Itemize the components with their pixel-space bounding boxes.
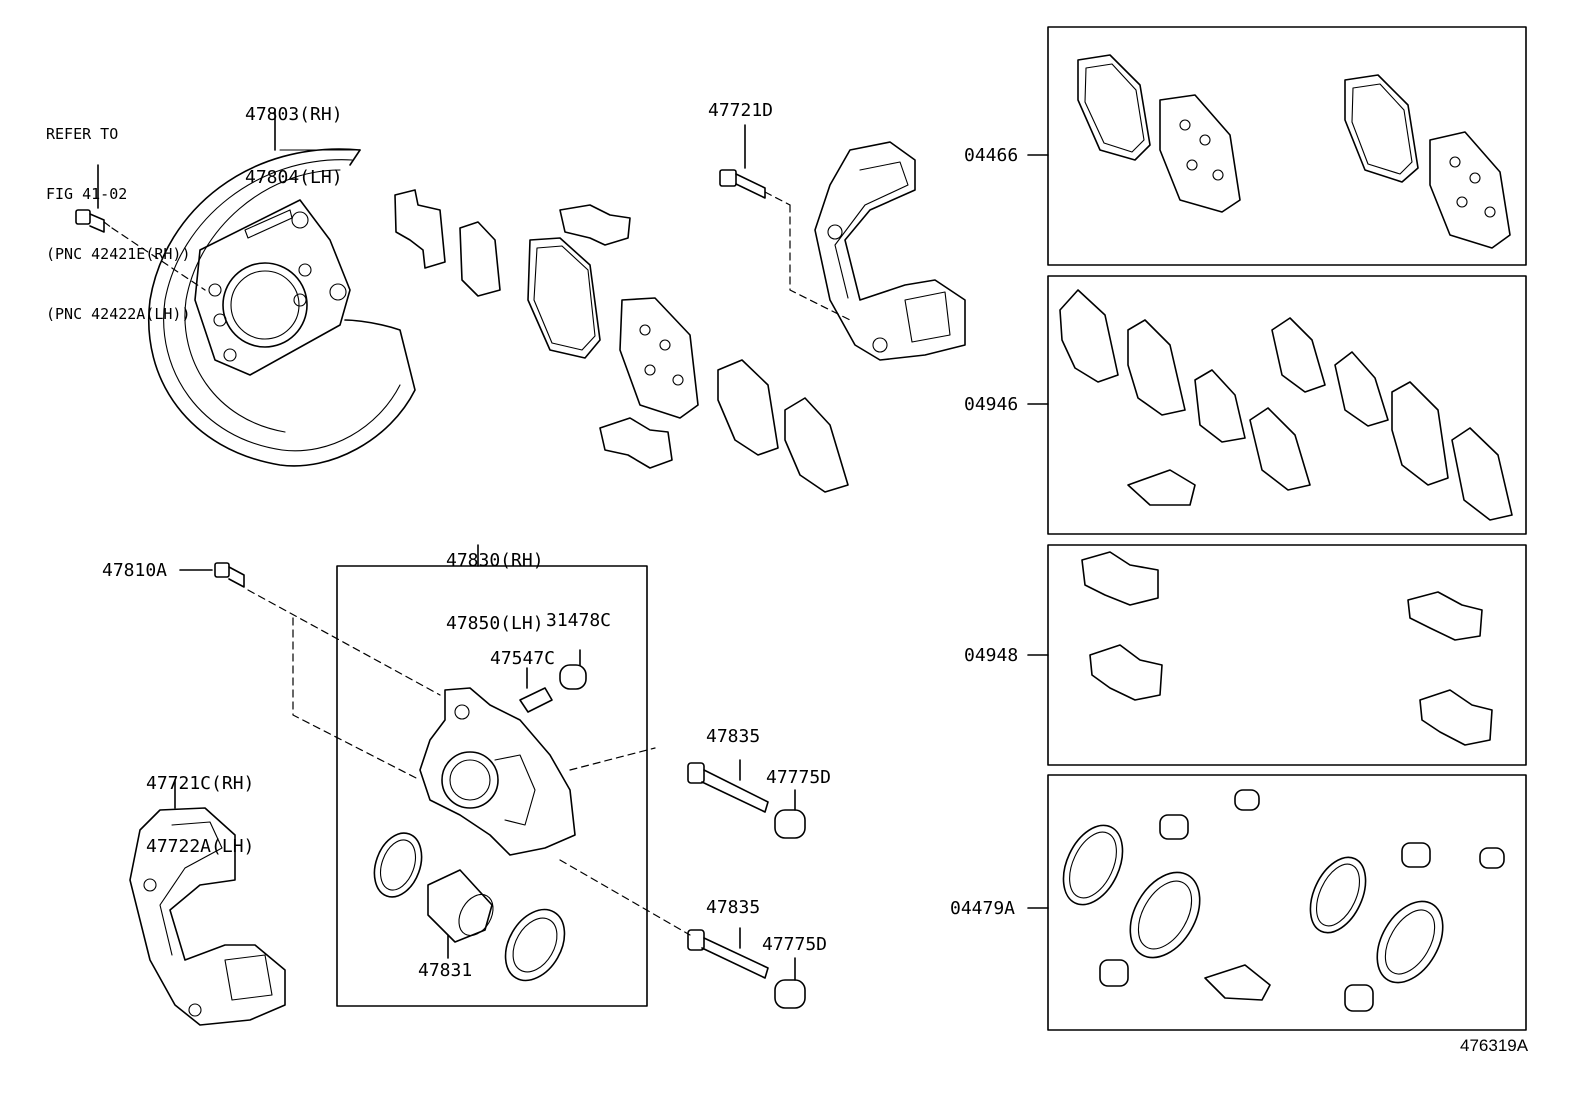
part-number-rh: 47830(RH) [446, 550, 544, 571]
reference-note: REFER TO FIG 41-02 (PNC 42421E(RH)) (PNC… [46, 84, 191, 344]
bleeder-bolt-part-number[interactable]: 47810A [102, 560, 168, 581]
piston-part-number[interactable]: 47831 [418, 960, 473, 981]
caliper-assembly-drawing [214, 544, 806, 1009]
figure-id: 476319A [1460, 1036, 1529, 1055]
boot-upper-part-number[interactable]: 47775D [766, 767, 832, 788]
kit-boxes [1027, 26, 1527, 1031]
top-shims-pads [394, 189, 849, 493]
pad-kit-contents [1077, 54, 1511, 249]
reference-note-line: REFER TO [46, 125, 119, 143]
cap-part-number[interactable]: 31478C [546, 610, 612, 631]
part-number-lh: 47850(LH) [446, 613, 544, 634]
shim-kit-contents [1059, 289, 1513, 521]
fitting-kit-part-number[interactable]: 04948 [964, 645, 1019, 666]
reference-note-line: (PNC 42422A(LH)) [46, 305, 191, 323]
part-number-rh: 47803(RH) [245, 104, 343, 125]
slide-pin-upper-part-number[interactable]: 47835 [706, 726, 761, 747]
lower-mount-bracket-drawing [129, 779, 286, 1026]
cylinder-kit-contents [1062, 789, 1505, 1012]
top-bolt-and-bracket [719, 141, 966, 361]
caliper-assembly-part-number[interactable]: 47830(RH) 47850(LH) [446, 508, 544, 655]
part-number-rh: 47721C(RH) [146, 773, 255, 794]
reference-note-line: FIG 41-02 [46, 185, 128, 203]
shim-kit-part-number[interactable]: 04946 [964, 394, 1019, 415]
part-number-lh: 47722A(LH) [146, 836, 255, 857]
dust-cover-drawing [148, 148, 416, 467]
bolt-top-part-number[interactable]: 47721D [708, 100, 774, 121]
fitting-kit-contents [1081, 551, 1493, 746]
pad-kit-part-number[interactable]: 04466 [964, 145, 1019, 166]
reference-note-line: (PNC 42421E(RH)) [46, 245, 191, 263]
dust-cover-part-number[interactable]: 47803(RH) 47804(LH) [245, 62, 343, 209]
slide-pin-lower-part-number[interactable]: 47835 [706, 897, 761, 918]
label-leaders [97, 109, 746, 571]
mount-part-number[interactable]: 47721C(RH) 47722A(LH) [146, 731, 254, 878]
cylinder-kit-part-number[interactable]: 04479A [950, 898, 1016, 919]
plug-part-number[interactable]: 47547C [490, 648, 556, 669]
boot-lower-part-number[interactable]: 47775D [762, 934, 828, 955]
mounting-bolt-drawing [75, 209, 206, 291]
part-number-lh: 47804(LH) [245, 167, 343, 188]
